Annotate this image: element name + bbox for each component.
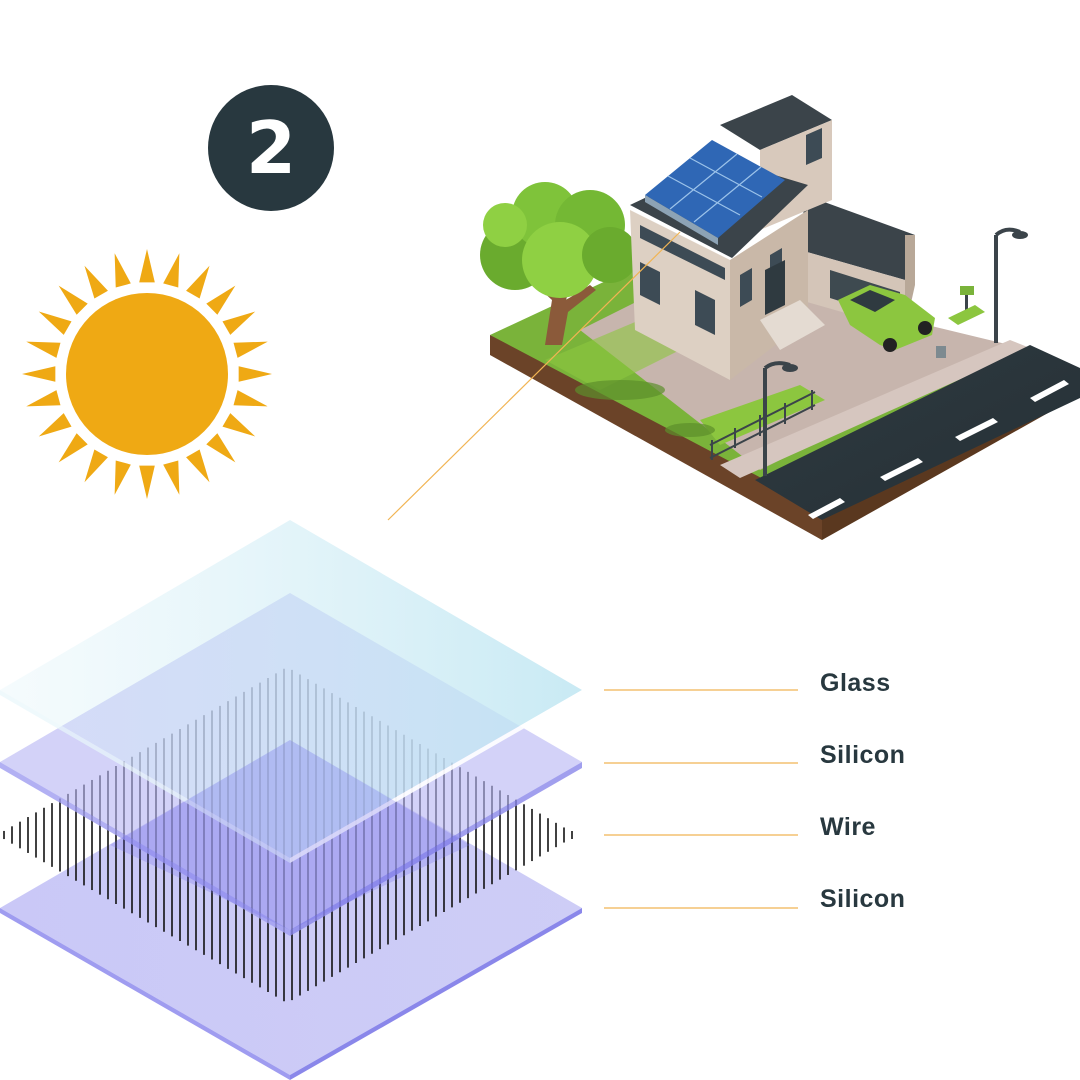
sun-ray	[186, 449, 210, 483]
sun-icon	[22, 249, 272, 499]
label-leader-lines	[604, 689, 798, 909]
sun-ray	[84, 265, 108, 299]
sun-ray	[163, 253, 180, 288]
street-lamp	[763, 361, 798, 476]
sun-ray	[206, 433, 236, 463]
step-number: 2	[245, 106, 297, 190]
sun-ray	[38, 311, 72, 335]
mailbox	[948, 286, 985, 325]
car	[838, 285, 935, 352]
fence	[709, 390, 816, 460]
roof-solar-panels	[645, 140, 785, 245]
sun-ray	[114, 253, 131, 288]
house-illustration	[480, 95, 1080, 540]
sun-ray	[26, 390, 61, 407]
layer-label-silicon-bottom: Silicon	[820, 885, 906, 913]
sun-ray	[222, 311, 256, 335]
sun-ray	[139, 465, 155, 499]
sun-ray	[222, 413, 256, 437]
layer-label-wire: Wire	[820, 813, 876, 841]
sun-ray	[58, 285, 88, 315]
sun-ray	[114, 460, 131, 495]
sun-ray	[38, 413, 72, 437]
zoom-leader-line	[387, 231, 681, 521]
sun-ray	[58, 433, 88, 463]
sun-ray	[139, 249, 155, 283]
solar-panel-layers	[0, 520, 582, 1080]
sun-ray	[233, 341, 268, 358]
street-lamp	[994, 227, 1028, 343]
tree	[480, 182, 638, 345]
step-badge: 2	[208, 85, 334, 211]
sun-ray	[22, 366, 56, 382]
sun-ray	[233, 390, 268, 407]
glass-layer	[0, 520, 582, 863]
sun-ray	[84, 449, 108, 483]
layer-label-silicon-top: Silicon	[820, 741, 906, 769]
sun-ray	[186, 265, 210, 299]
sun-ray	[206, 285, 236, 315]
sun-ray	[238, 366, 272, 382]
sun-ray	[163, 460, 180, 495]
sun-ray	[26, 341, 61, 358]
layer-label-glass: Glass	[820, 669, 891, 697]
